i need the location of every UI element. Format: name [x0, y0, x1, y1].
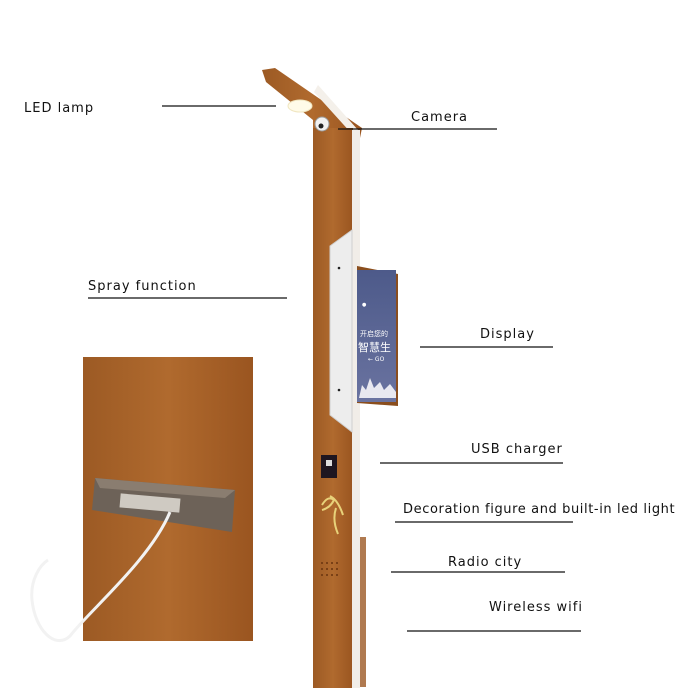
screen-go: ← GO [368, 356, 385, 363]
label-led-lamp: LED lamp [24, 101, 94, 116]
label-radio: Radio city [448, 555, 522, 570]
display-screen: ● 开启您的 智慧生 ← GO [357, 266, 398, 406]
pole-bottom-side [360, 537, 366, 687]
screen-line1: 开启您的 [360, 329, 388, 338]
spray-detail-inset [30, 357, 253, 643]
label-spray: Spray function [88, 279, 197, 294]
smart-pole [262, 68, 366, 688]
radio-speaker-grille [321, 562, 338, 576]
led-lamp-light [287, 99, 313, 113]
label-display: Display [480, 327, 535, 342]
screen-line2: 智慧生 [358, 340, 391, 354]
screen-logo: ● [362, 302, 367, 308]
camera-icon [314, 116, 330, 132]
decoration-figure-icon [321, 495, 344, 535]
label-camera: Camera [411, 110, 468, 125]
usb-charger-port [321, 455, 337, 478]
display-mount-panel [329, 229, 353, 434]
pole-edge-strip [352, 130, 360, 688]
label-decoration: Decoration figure and built-in led light [403, 502, 675, 517]
pole-arm [262, 68, 362, 138]
label-usb: USB charger [471, 442, 563, 457]
pole-arm-strip [314, 85, 358, 134]
label-wifi: Wireless wifi [489, 600, 583, 615]
